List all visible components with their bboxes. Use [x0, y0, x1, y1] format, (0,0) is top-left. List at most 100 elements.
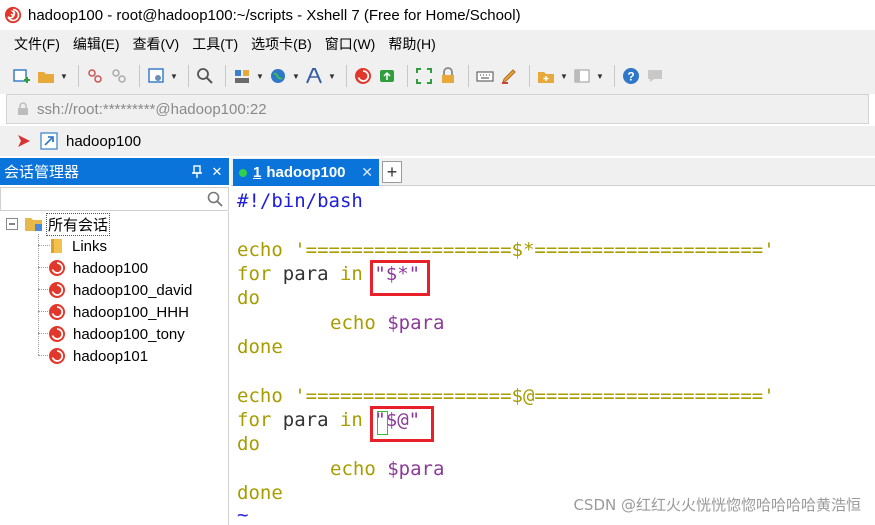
address-value: ssh://root:*********@hadoop100:22 — [37, 100, 267, 118]
links-bar: hadoop100 — [0, 126, 875, 156]
loop-argument: $@" — [385, 409, 421, 431]
tab-hadoop100[interactable]: 1 hadoop100 ✕ — [233, 159, 379, 186]
terminal-cursor — [377, 411, 388, 435]
menu-help[interactable]: 帮助(H) — [388, 36, 436, 52]
tree-item-links[interactable]: Links — [50, 235, 107, 257]
tree-item-session[interactable]: hadoop100 — [48, 257, 148, 279]
session-icon — [49, 326, 65, 342]
tree-item-label: hadoop100_tony — [73, 325, 185, 343]
open-dropdown-caret-icon[interactable]: ▼ — [60, 71, 68, 81]
keyboard-icon[interactable] — [475, 66, 495, 86]
toolbar-separator — [468, 65, 469, 87]
terminal-line-echo2: echo '==================$@==============… — [237, 384, 775, 408]
tree-item-session[interactable]: hadoop101 — [48, 345, 148, 367]
tab-close-icon[interactable]: ✕ — [361, 164, 373, 180]
terminal-line-for2: for para in "$@" — [237, 408, 420, 432]
loop-argument-quote: " — [374, 409, 386, 431]
highlight-pen-icon[interactable] — [499, 66, 519, 86]
tree-item-label: hadoop100_HHH — [73, 303, 189, 321]
variable: $para — [387, 458, 445, 480]
menu-window[interactable]: 窗口(W) — [324, 36, 376, 52]
tree-connector — [38, 234, 39, 355]
properties-dropdown-caret-icon[interactable]: ▼ — [170, 71, 178, 81]
tree-root-all-sessions[interactable]: 所有会话 — [6, 212, 111, 236]
menu-tools[interactable]: 工具(T) — [192, 36, 239, 52]
session-manager-title: 会话管理器 — [4, 164, 80, 181]
toolbar: ▼ ▼ ▼ ▼ ▼ ▼ — [0, 58, 875, 94]
tree-item-session[interactable]: hadoop100_HHH — [48, 301, 189, 323]
font-icon[interactable] — [304, 66, 324, 86]
font-dropdown-caret-icon[interactable]: ▼ — [328, 71, 336, 81]
new-folder-icon[interactable] — [536, 66, 556, 86]
add-tab-button[interactable]: + — [382, 161, 402, 183]
connect-icon[interactable] — [85, 66, 105, 86]
panel-layout-icon[interactable] — [572, 66, 592, 86]
keyword: for — [237, 263, 272, 285]
menu-edit[interactable]: 编辑(E) — [72, 36, 120, 52]
chat-icon[interactable] — [645, 66, 665, 86]
toolbar-separator — [225, 65, 226, 87]
terminal-line-echo1: echo '==================$*==============… — [237, 238, 775, 262]
address-bar[interactable]: ssh://root:*********@hadoop100:22 — [6, 94, 869, 124]
svg-text:?: ? — [627, 70, 634, 84]
menu-tab[interactable]: 选项卡(B) — [251, 36, 312, 52]
terminal-line-body2: echo $para — [330, 457, 444, 481]
pin-icon[interactable] — [189, 163, 205, 181]
session-icon — [49, 304, 65, 320]
session-icon — [49, 260, 65, 276]
help-icon[interactable]: ? — [621, 66, 641, 86]
new-session-icon[interactable] — [12, 66, 32, 86]
title-bar: hadoop100 - root@hadoop100:~/scripts - X… — [0, 0, 875, 30]
tree-item-label: hadoop100 — [73, 259, 149, 277]
tree-item-label: hadoop100_david — [73, 281, 193, 299]
keyword: echo — [237, 385, 283, 407]
new-folder-dropdown-caret-icon[interactable]: ▼ — [560, 71, 568, 81]
toolbar-separator — [407, 65, 408, 87]
bookmark-arrow-icon[interactable] — [16, 133, 32, 149]
fullscreen-icon[interactable] — [414, 66, 434, 86]
menu-file[interactable]: 文件(F) — [14, 36, 60, 52]
globe-dropdown-caret-icon[interactable]: ▼ — [292, 71, 300, 81]
session-tree: 所有会话 Links hadoop100 hadoop100_david had… — [0, 212, 229, 525]
properties-icon[interactable] — [146, 66, 166, 86]
toolbar-separator — [78, 65, 79, 87]
tree-item-label: hadoop101 — [73, 347, 149, 365]
terminal-output[interactable]: #!/bin/bash echo '==================$*==… — [231, 187, 875, 525]
xftp-icon[interactable] — [377, 66, 397, 86]
red-highlight-box — [370, 260, 430, 296]
toolbar-separator — [139, 65, 140, 87]
open-folder-icon[interactable] — [36, 66, 56, 86]
close-icon[interactable]: ✕ — [211, 163, 223, 179]
globe-icon[interactable] — [268, 66, 288, 86]
panel-dropdown-caret-icon[interactable]: ▼ — [596, 71, 604, 81]
tree-connector — [38, 289, 48, 290]
tree-item-session[interactable]: hadoop100_david — [48, 279, 192, 301]
toolbar-separator — [346, 65, 347, 87]
terminal-line-done1: done — [237, 336, 283, 358]
search-icon[interactable] — [206, 190, 224, 208]
collapse-toggle-icon[interactable] — [6, 218, 18, 230]
tab-label: hadoop100 — [266, 164, 346, 181]
lock-icon[interactable] — [438, 66, 458, 86]
tree-item-label: Links — [72, 237, 108, 255]
string-literal: '==================$@===================… — [294, 385, 775, 407]
tree-item-session[interactable]: hadoop100_tony — [48, 323, 185, 345]
window-title: hadoop100 - root@hadoop100:~/scripts - X… — [28, 6, 521, 24]
variable: $para — [387, 312, 445, 334]
tree-connector — [38, 311, 48, 312]
layout-dropdown-caret-icon[interactable]: ▼ — [256, 71, 264, 81]
disconnect-icon[interactable] — [109, 66, 129, 86]
menu-bar: 文件(F) 编辑(E) 查看(V) 工具(T) 选项卡(B) 窗口(W) 帮助(… — [0, 30, 875, 58]
session-search-input[interactable] — [3, 190, 203, 208]
tab-bar: 1 hadoop100 ✕ + — [231, 158, 875, 186]
menu-view[interactable]: 查看(V) — [132, 36, 180, 52]
link-hadoop100[interactable]: hadoop100 — [66, 132, 142, 150]
csdn-watermark: CSDN @红红火火恍恍惚惚哈哈哈哈黄浩恒 — [573, 496, 861, 514]
find-icon[interactable] — [195, 66, 215, 86]
layout-icon[interactable] — [232, 66, 252, 86]
xshell-icon[interactable] — [353, 66, 373, 86]
connected-status-dot-icon — [239, 168, 247, 177]
link-shortcut-icon — [40, 132, 58, 150]
session-manager-header: 会话管理器 ✕ — [0, 158, 229, 185]
terminal-line-do1: do — [237, 287, 260, 309]
